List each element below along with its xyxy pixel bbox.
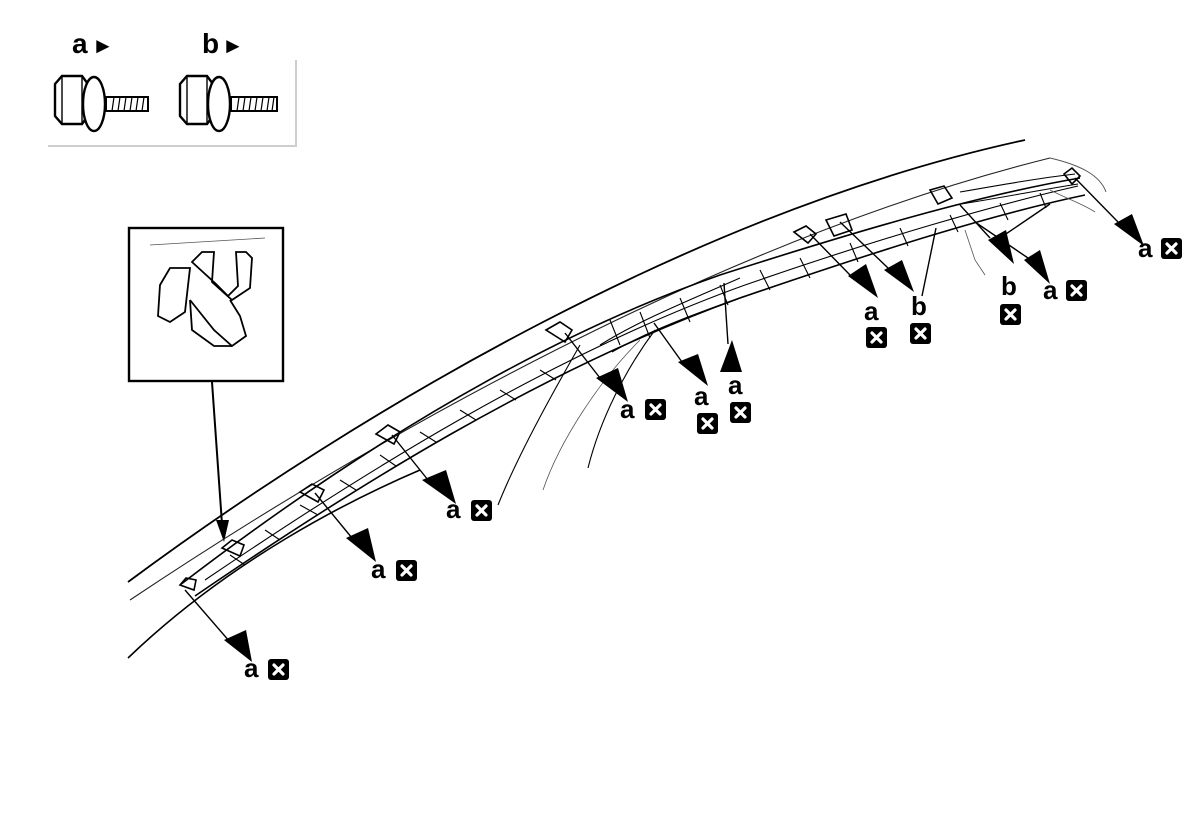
- do-not-reuse-icon: [697, 413, 718, 434]
- inset-leader-arrow: [211, 381, 229, 542]
- legend-arrow-b: ►: [222, 33, 244, 58]
- legend-label-a: a: [72, 28, 88, 59]
- bolt-with-washer-icon: [53, 74, 149, 133]
- callout-a-3: a: [391, 434, 492, 524]
- do-not-reuse-icon: [1161, 238, 1182, 259]
- do-not-reuse-icon: [910, 323, 931, 344]
- callout-label: a: [728, 370, 743, 400]
- bolt-with-washer-icon: [178, 74, 278, 133]
- roof-outline: [127, 139, 1107, 659]
- do-not-reuse-icon: [471, 500, 492, 521]
- callout-label: a: [371, 554, 386, 584]
- callout-label: a: [620, 394, 635, 424]
- legend-item-a: a ►: [53, 28, 149, 133]
- callout-a-8: a: [974, 203, 1087, 305]
- do-not-reuse-icon: [645, 399, 666, 420]
- callout-a-2: a: [314, 492, 417, 584]
- inset-frame: [127, 226, 285, 383]
- callout-label: b: [911, 291, 927, 321]
- curtain-airbag-assembly: [178, 166, 1096, 597]
- do-not-reuse-icon: [730, 402, 751, 423]
- callout-a-1: a: [184, 589, 289, 683]
- retaining-clip-icon: [149, 237, 266, 348]
- do-not-reuse-icon: [1066, 280, 1087, 301]
- do-not-reuse-icon: [866, 327, 887, 348]
- do-not-reuse-icon: [396, 560, 417, 581]
- callout-a-6: a: [720, 282, 751, 423]
- callout-label: a: [1043, 275, 1058, 305]
- callout-label: a: [864, 296, 879, 326]
- callout-label: a: [244, 653, 259, 683]
- callout-label: b: [1001, 271, 1017, 301]
- callout-b-2: b: [959, 204, 1021, 325]
- legend-label-b: b: [202, 28, 219, 59]
- callout-a-9: a: [1074, 177, 1182, 263]
- callout-label: a: [1138, 233, 1153, 263]
- callout-label: a: [694, 381, 709, 411]
- do-not-reuse-icon: [1000, 304, 1021, 325]
- do-not-reuse-icon: [268, 659, 289, 680]
- clip-detail-inset: [127, 226, 285, 542]
- callout-b-1: b: [839, 221, 937, 344]
- legend-item-b: b ►: [178, 28, 278, 133]
- callout-a-4: a: [564, 332, 666, 424]
- callout-a-5: a: [653, 322, 718, 434]
- callout-label: a: [446, 494, 461, 524]
- bolt-legend-panel: a ► b ►: [48, 28, 297, 147]
- legend-panel-border: [48, 60, 297, 147]
- callout-a-7: a: [809, 233, 887, 348]
- legend-arrow-a: ►: [92, 33, 114, 58]
